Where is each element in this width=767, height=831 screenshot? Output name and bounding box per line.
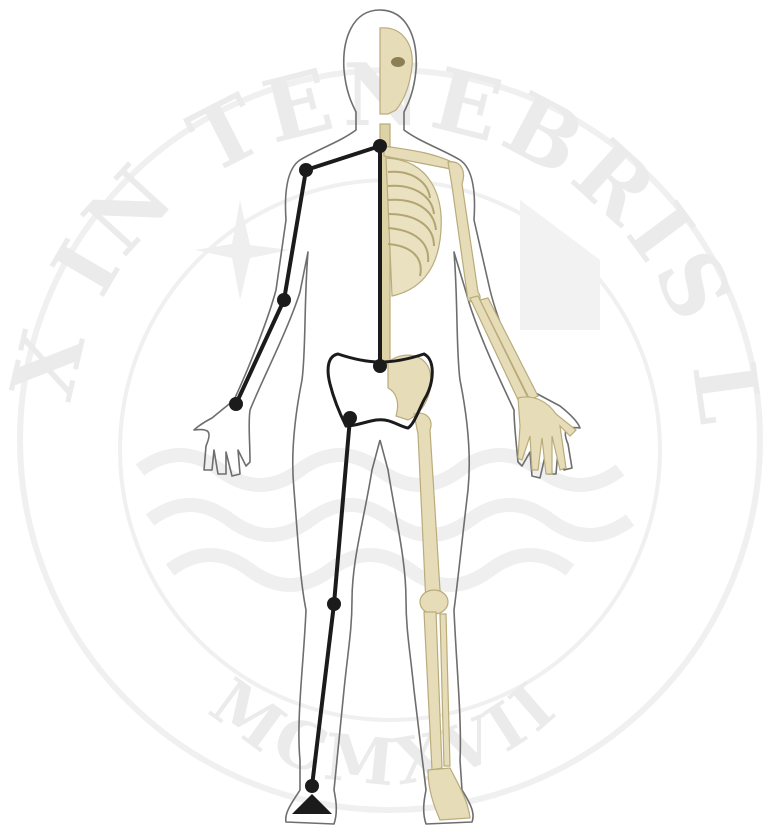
joint-hip xyxy=(343,411,357,425)
joint-elbow xyxy=(277,293,291,307)
joint-ankle xyxy=(305,779,319,793)
seal-star-icon xyxy=(195,200,290,300)
joint-pelvis-center xyxy=(373,359,387,373)
joint-knee xyxy=(327,597,341,611)
joint-neck xyxy=(373,139,387,153)
joint-shoulder xyxy=(299,163,313,177)
joint-wrist xyxy=(229,397,243,411)
watermark-seal: ET LUX IN TENEBRIS LUCET MCMXVII xyxy=(0,0,767,810)
